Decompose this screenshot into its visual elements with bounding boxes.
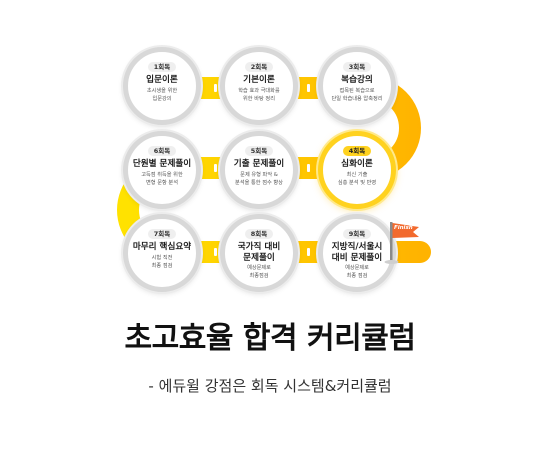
step-7-title: 마무리 핵심요약 — [132, 242, 192, 252]
step-8-round-badge: 8회독 — [244, 229, 274, 239]
step-9-desc-line-2: 최종 점검 — [346, 272, 368, 279]
step-7-desc-line-1: 시험 직전 — [151, 255, 173, 261]
step-5-desc-line-2: 분석을 통한 점수 향상 — [235, 179, 283, 186]
step-4-title: 심화이론 — [341, 159, 373, 169]
step-8-title-line-2: 문제풀이 — [243, 253, 275, 263]
step-1-title: 입문이론 — [146, 75, 178, 85]
step-8-desc-line-2: 최종점검 — [249, 272, 269, 279]
step-3-node: 3회독 복습강의 접목된 복습으로 단일 학습내용 압축정리 — [318, 47, 396, 125]
step-1-node: 1회독 입문이론 초시생을 위한 입문강의 — [123, 47, 201, 125]
step-5-title: 기출 문제풀이 — [233, 159, 285, 169]
road-dash — [214, 84, 217, 92]
step-8-title-line-1: 국가직 대비 — [237, 242, 281, 252]
step-5-round-badge: 5회독 — [244, 146, 274, 156]
finish-flag-icon: Finish — [383, 218, 423, 268]
road-dash — [307, 164, 310, 172]
step-9-desc-line-1: 예상문제로 — [345, 265, 369, 271]
step-9-title-line-1: 지방직/서울시 — [331, 242, 383, 252]
step-4-desc-line-2: 심층 분석 및 반영 — [337, 179, 377, 186]
step-9-title-line-2: 대비 문제풀이 — [331, 253, 383, 263]
step-3-desc-line-1: 접목된 복습으로 — [339, 88, 375, 94]
step-1-desc-line-2: 입문강의 — [152, 95, 172, 102]
page-subtitle: - 에듀윌 강점은 회독 시스템&커리큘럼 — [148, 377, 392, 395]
step-4-round-badge: 4회독 — [342, 146, 372, 156]
road-dash — [307, 84, 310, 92]
step-3-desc-line-2: 단일 학습내용 압축정리 — [331, 95, 383, 102]
step-8-desc-line-1: 예상문제로 — [247, 265, 271, 271]
step-9-node: 9회독 지방직/서울시 대비 문제풀이 예상문제로 최종 점검 — [318, 214, 396, 292]
page-title: 초고효율 합격 커리큘럼 — [124, 321, 416, 356]
step-6-node: 6회독 단원별 문제풀이 고득점 취득을 위한 변형 문항 분석 — [123, 131, 201, 209]
step-6-title: 단원별 문제풀이 — [132, 159, 192, 169]
step-6-desc-line-1: 고득점 취득을 위한 — [141, 172, 183, 178]
step-7-node: 7회독 마무리 핵심요약 시험 직전 최종 점검 — [123, 214, 201, 292]
step-5-node: 5회독 기출 문제풀이 문제 유형 파악 & 분석을 통한 점수 향상 — [220, 131, 298, 209]
step-9-round-badge: 9회독 — [342, 229, 372, 239]
step-2-title: 기본이론 — [243, 75, 275, 85]
road-dash — [214, 248, 217, 256]
step-1-desc-line-1: 초시생을 위한 — [146, 88, 178, 94]
road-dash — [307, 248, 310, 256]
finish-label: Finish — [394, 225, 413, 231]
step-2-desc-line-1: 학습 효과 극대화를 — [238, 88, 280, 94]
step-8-node: 8회독 국가직 대비 문제풀이 예상문제로 최종점검 — [220, 214, 298, 292]
step-7-desc-line-2: 최종 점검 — [151, 262, 173, 269]
step-6-desc-line-2: 변형 문항 분석 — [146, 179, 178, 186]
step-3-title: 복습강의 — [341, 75, 373, 85]
step-5-desc-line-1: 문제 유형 파악 & — [240, 172, 278, 178]
step-3-round-badge: 3회독 — [342, 62, 372, 72]
step-4-node: 4회독 심화이론 최신 기출 심층 분석 및 반영 — [318, 131, 396, 209]
step-2-desc-line-2: 위한 바탕 정리 — [243, 95, 275, 102]
step-6-round-badge: 6회독 — [147, 146, 177, 156]
step-7-round-badge: 7회독 — [147, 229, 177, 239]
step-2-node: 2회독 기본이론 학습 효과 극대화를 위한 바탕 정리 — [220, 47, 298, 125]
step-1-round-badge: 1회독 — [147, 62, 177, 72]
step-2-round-badge: 2회독 — [244, 62, 274, 72]
road-dash — [214, 164, 217, 172]
step-4-desc-line-1: 최신 기출 — [346, 172, 368, 178]
